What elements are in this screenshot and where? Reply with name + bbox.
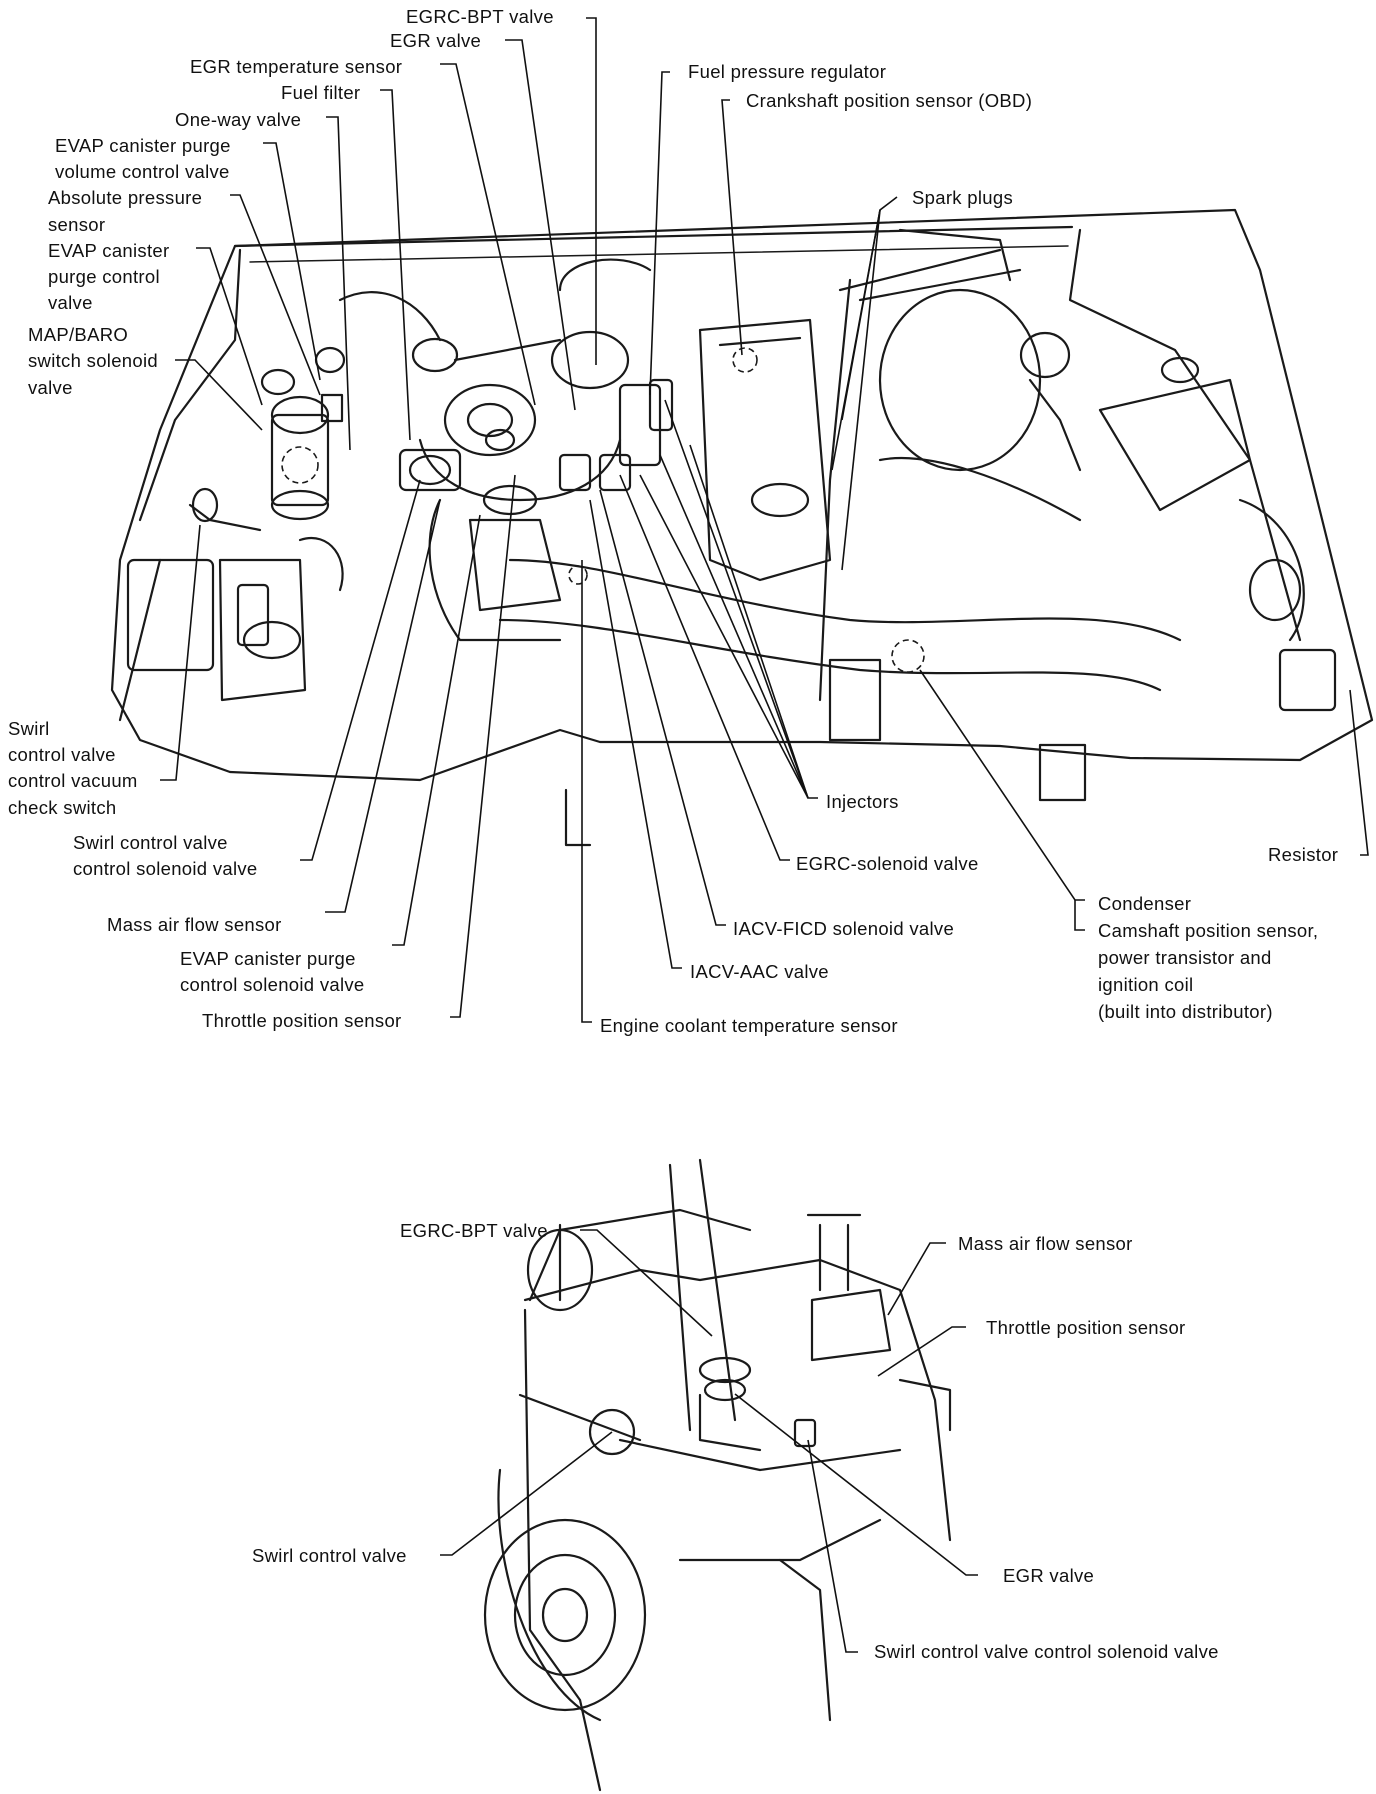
label-bottom-egrc-bpt-valve: EGRC-BPT valve	[400, 1220, 548, 1241]
label-evap-purge-solenoid-line1: EVAP canister purge	[180, 948, 356, 969]
dashed-hidden-parts	[281, 347, 758, 585]
label-egrc-solenoid-valve: EGRC-solenoid valve	[796, 853, 979, 874]
label-evap-purge-solenoid-line2: control solenoid valve	[180, 974, 365, 995]
label-injectors: Injectors	[826, 791, 899, 812]
label-swirl-vacuum-check-line1: Swirl	[8, 718, 50, 739]
label-one-way-valve: One-way valve	[175, 109, 302, 130]
label-camshaft-line1: Camshaft position sensor,	[1098, 920, 1319, 941]
air-duct	[498, 558, 1182, 847]
engine-bay-outline	[110, 208, 1374, 782]
label-camshaft-line2: power transistor and	[1098, 947, 1272, 968]
label-egr-valve: EGR valve	[390, 30, 482, 51]
label-engine-coolant-temperature-sensor: Engine coolant temperature sensor	[600, 1015, 898, 1036]
bottom-engine-art	[483, 1158, 952, 1792]
bottom-leaders	[440, 1229, 978, 1653]
label-bottom-throttle-position-sensor: Throttle position sensor	[986, 1317, 1186, 1338]
label-egrc-bpt-valve: EGRC-BPT valve	[406, 6, 554, 27]
label-evap-purge-control-line1: EVAP canister	[48, 240, 170, 261]
label-evap-purge-volume-line2: volume control valve	[55, 161, 230, 182]
label-spark-plugs: Spark plugs	[912, 187, 1013, 208]
label-bottom-egr-valve: EGR valve	[1003, 1565, 1095, 1586]
label-camshaft-line3: ignition coil	[1098, 974, 1194, 995]
label-map-baro-line1: MAP/BARO	[28, 324, 129, 345]
label-condenser: Condenser	[1098, 893, 1192, 914]
top-leaders	[160, 17, 1369, 1023]
label-crankshaft-position-sensor: Crankshaft position sensor (OBD)	[746, 90, 1033, 111]
label-map-baro-line2: switch solenoid	[28, 350, 158, 371]
label-evap-purge-control-line3: valve	[48, 292, 93, 313]
label-map-baro-line3: valve	[28, 377, 73, 398]
left-components	[118, 291, 459, 722]
label-swirl-solenoid-line2: control solenoid valve	[73, 858, 258, 879]
label-throttle-position-sensor: Throttle position sensor	[202, 1010, 402, 1031]
label-absolute-pressure-line1: Absolute pressure	[48, 187, 203, 208]
label-iacv-ficd-solenoid-valve: IACV-FICD solenoid valve	[733, 918, 955, 939]
label-swirl-vacuum-check-line3: control vacuum	[8, 770, 138, 791]
label-swirl-vacuum-check-line2: control valve	[8, 744, 116, 765]
label-bottom-swirl-control-valve: Swirl control valve	[252, 1545, 407, 1566]
label-fuel-filter: Fuel filter	[281, 82, 361, 103]
label-swirl-vacuum-check-line4: check switch	[8, 797, 117, 818]
label-evap-purge-volume-line1: EVAP canister purge	[55, 135, 231, 156]
label-mass-air-flow-sensor: Mass air flow sensor	[107, 914, 282, 935]
label-resistor: Resistor	[1268, 844, 1339, 865]
label-iacv-aac-valve: IACV-AAC valve	[690, 961, 829, 982]
label-bottom-mass-air-flow-sensor: Mass air flow sensor	[958, 1233, 1133, 1254]
label-fuel-pressure-regulator: Fuel pressure regulator	[688, 61, 887, 82]
label-absolute-pressure-line2: sensor	[48, 214, 106, 235]
label-swirl-solenoid-line1: Swirl control valve	[73, 832, 228, 853]
label-bottom-swirl-solenoid-valve: Swirl control valve control solenoid val…	[874, 1641, 1219, 1662]
label-camshaft-line4: (built into distributor)	[1098, 1001, 1273, 1022]
valve-cover	[698, 228, 1337, 712]
intake-plenum	[398, 258, 674, 642]
label-egr-temperature-sensor: EGR temperature sensor	[190, 56, 403, 77]
label-evap-purge-control-line2: purge control	[48, 266, 160, 287]
